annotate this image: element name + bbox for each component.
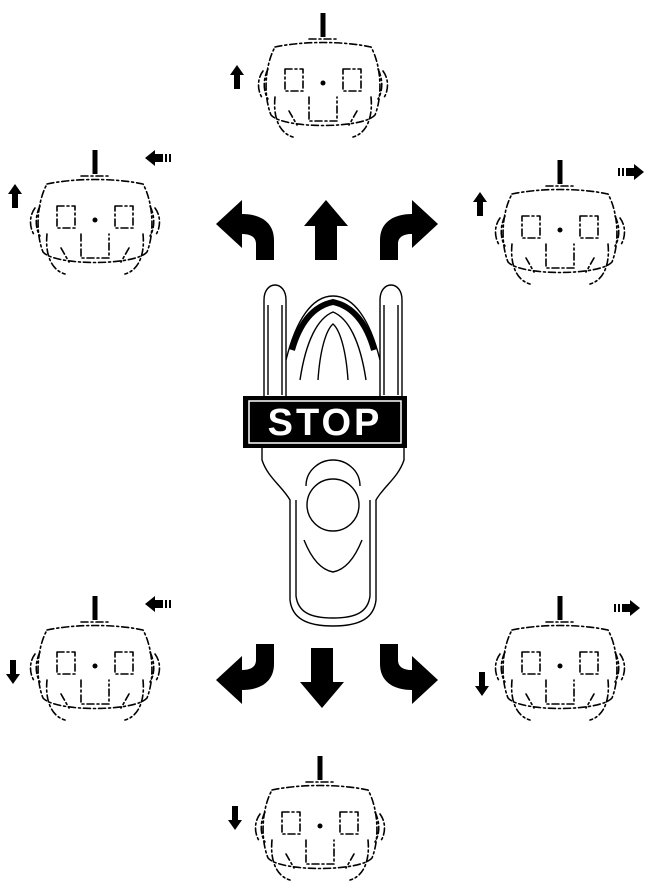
arrow-down-icon [228,806,242,830]
arrow-up-icon [230,65,244,89]
device-icon [262,285,404,626]
controller-icon [259,13,388,137]
arrow-up-icon [304,200,348,260]
arrow-up-icon [8,184,22,208]
curved-arrow-icon [380,644,438,704]
controller-icon [496,160,625,284]
curved-arrow-icon [216,200,274,260]
arrow-down-icon [300,648,344,708]
controller-icon [256,756,385,880]
controller-backward-left [6,596,171,720]
controller-icon [31,150,160,274]
curved-arrow-icon [216,644,274,704]
controller-forward-right [473,160,644,284]
arrow-left-icon [145,596,171,612]
controller-icon [31,596,160,720]
controller-forward-left [8,150,171,274]
controller-backward-right [475,596,640,720]
controller-forward [230,13,388,137]
stop-banner: STOP [243,396,407,448]
stop-label: STOP [268,402,383,444]
controller-icon [496,596,625,720]
controller-backward [228,756,385,880]
arrow-left-icon [145,150,171,166]
arrow-right-icon [614,600,640,616]
arrow-right-icon [618,164,644,180]
curved-arrow-icon [380,200,438,260]
arrow-down-icon [475,672,489,696]
arrow-down-icon [6,660,20,684]
arrow-up-icon [473,192,487,216]
